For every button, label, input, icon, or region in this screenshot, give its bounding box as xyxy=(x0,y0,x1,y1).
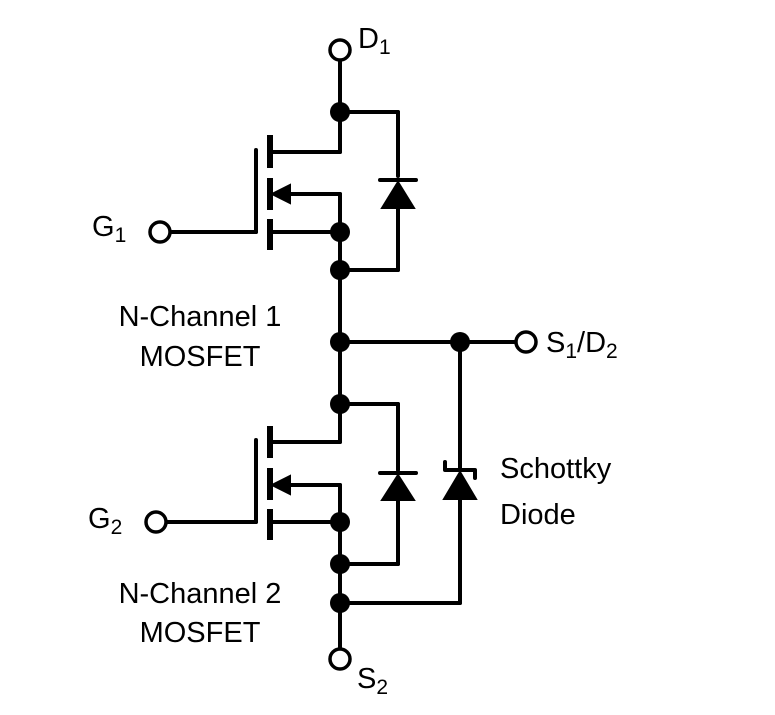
mosfet2-label-line2: MOSFET xyxy=(140,617,261,649)
mosfet2-label-line1: N-Channel 2 xyxy=(119,578,282,610)
label-s2: S2 xyxy=(357,663,388,699)
diode1-triangle xyxy=(380,180,416,209)
body-diode-2 xyxy=(338,402,418,566)
schottky-diode xyxy=(338,340,478,605)
mosfet-1 xyxy=(170,58,418,280)
junction-body1 xyxy=(330,222,350,242)
terminal-d1 xyxy=(328,38,352,62)
middle-node xyxy=(330,268,518,406)
label-d1: D1 xyxy=(358,23,391,59)
schottky-triangle xyxy=(442,470,478,500)
diode2-triangle xyxy=(380,473,416,501)
label-g1: G1 xyxy=(92,211,126,247)
terminal-s2 xyxy=(328,647,352,671)
terminal-g1 xyxy=(148,220,172,244)
body-diode-1 xyxy=(338,110,418,272)
mosfet1-label-line2: MOSFET xyxy=(140,341,261,373)
schottky-cathode-bar xyxy=(443,460,477,480)
junction-mid xyxy=(330,332,350,352)
junction-body2 xyxy=(330,512,350,532)
mosfet1-label-line1: N-Channel 1 xyxy=(119,301,282,333)
junction-d1 xyxy=(330,102,350,122)
schottky-label-line1: Schottky xyxy=(500,453,612,485)
terminal-s1d2 xyxy=(514,330,538,354)
junction-d2 xyxy=(330,394,350,414)
label-g2: G2 xyxy=(88,503,122,539)
schottky-label-line2: Diode xyxy=(500,499,576,531)
mosfet-2 xyxy=(164,394,418,574)
label-s1d2: S1/D2 xyxy=(546,327,618,363)
junction-s2 xyxy=(330,593,350,613)
terminal-g2 xyxy=(144,510,168,534)
